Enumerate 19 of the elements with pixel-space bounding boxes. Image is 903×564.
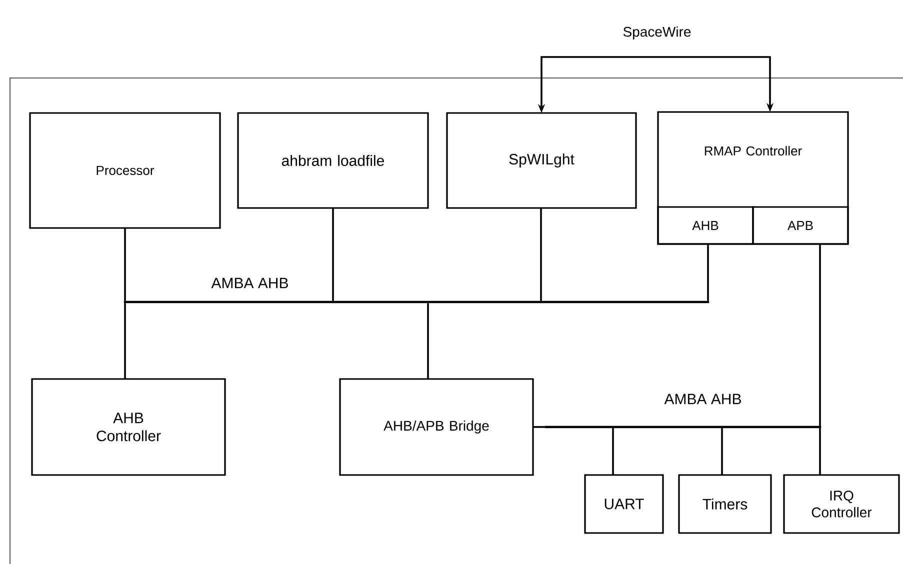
edge-label: SpaceWire bbox=[623, 26, 691, 40]
bus-label: AMBA AHB bbox=[211, 278, 288, 288]
module-box: AHB/APB Bridge bbox=[339, 378, 534, 476]
port-cell: APB bbox=[752, 206, 849, 245]
module-box: AHB Controller bbox=[31, 378, 226, 476]
module-box: IRQ Controller bbox=[783, 474, 900, 534]
bus-line bbox=[124, 300, 710, 304]
bus-line bbox=[545, 426, 822, 428]
module-box: UART bbox=[584, 474, 664, 534]
module-box: ahbram loadfile bbox=[237, 112, 429, 209]
connector bbox=[540, 208, 542, 301]
bus-label: AMBA AHB bbox=[664, 394, 741, 404]
connector bbox=[124, 228, 126, 301]
port-cell: AHB bbox=[657, 206, 754, 245]
module-box: Timers bbox=[678, 474, 772, 534]
connector bbox=[332, 208, 334, 301]
module-box: Processor bbox=[29, 112, 221, 229]
connector bbox=[533, 426, 545, 428]
module-box: SpWILght bbox=[446, 112, 637, 209]
